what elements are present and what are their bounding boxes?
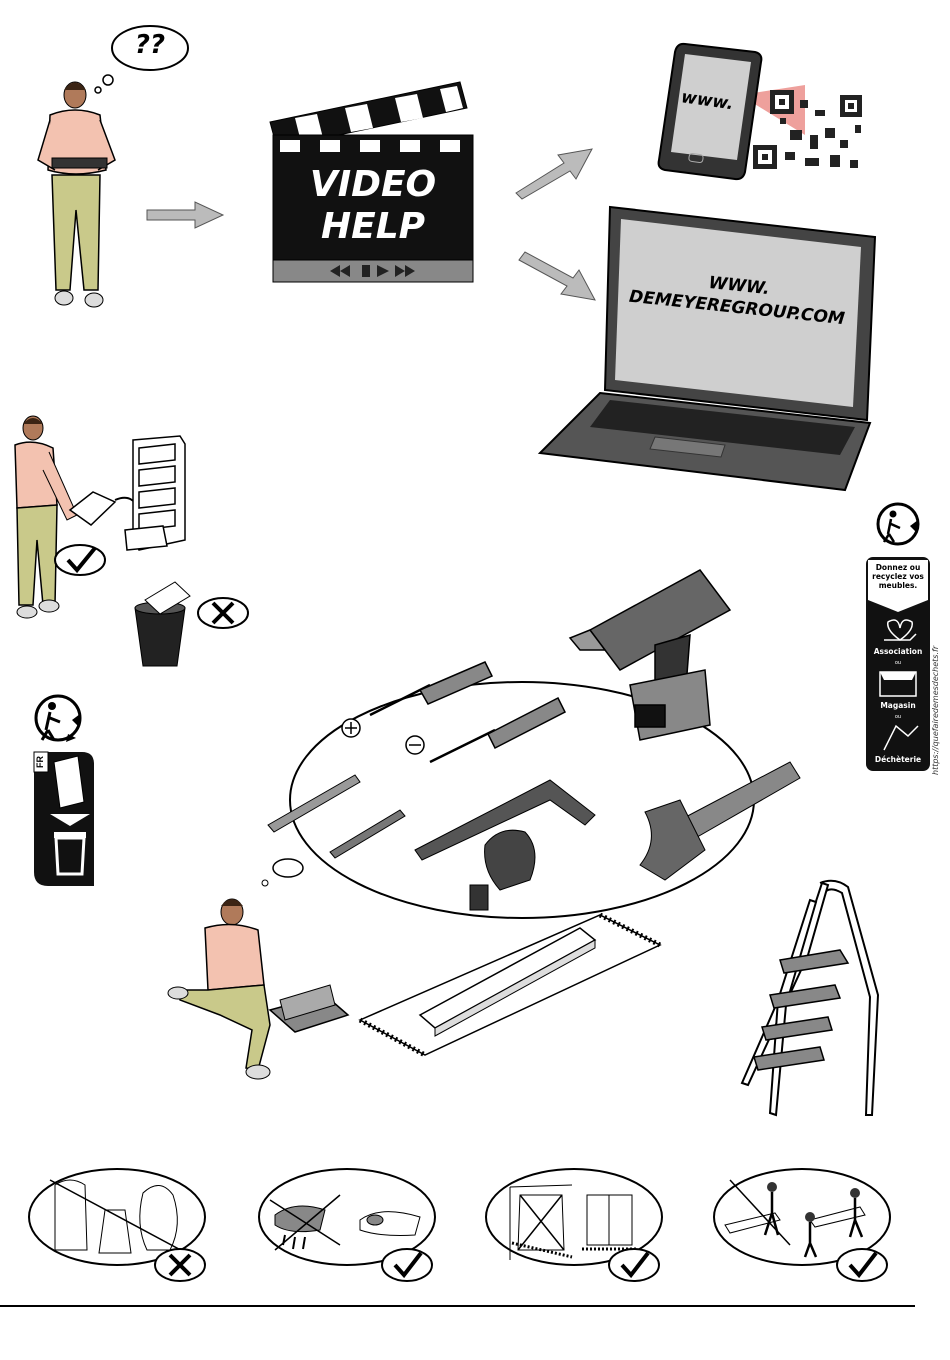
panel-separator-1: ou: [866, 660, 930, 666]
confused-man-figure: ??: [20, 20, 200, 320]
clapper-line-2: HELP: [275, 206, 471, 248]
video-help-clapperboard[interactable]: VIDEO HELP: [265, 80, 480, 290]
clapper-line-1: VIDEO: [275, 164, 471, 206]
recycle-furniture-panel: Donnez ou recyclez vos meubles. Associat…: [860, 500, 940, 775]
panel-option-decheterie: Déchèterie: [866, 755, 930, 764]
triman-country-code: FR: [35, 756, 47, 768]
panel-heading: Donnez ou recyclez vos meubles.: [868, 563, 928, 590]
footer-rule: [0, 1305, 915, 1307]
thought-bubble-text: ??: [116, 30, 184, 60]
panel-url[interactable]: https://quefairedemesdechets.fr: [931, 595, 940, 775]
panel-option-association: Association: [866, 647, 930, 656]
workspace-illustration: [160, 850, 680, 1090]
panel-option-magasin: Magasin: [866, 701, 930, 710]
keep-manual-illustration: [5, 410, 255, 675]
no-harsh-chemicals-advisory: [25, 1165, 225, 1285]
arrow-right-icon: [145, 200, 225, 230]
two-person-assembly-advisory: [710, 1165, 910, 1285]
use-damp-cloth-advisory: [255, 1165, 455, 1285]
step-ladder-illustration: [740, 875, 890, 1120]
phone-qr-scan[interactable]: www.: [655, 40, 870, 185]
arrow-up-right-icon: [512, 145, 597, 200]
triman-badge: FR: [20, 690, 100, 890]
place-on-level-floor-advisory: [482, 1165, 682, 1285]
panel-separator-2: ou: [866, 714, 930, 720]
laptop-website[interactable]: WWW. DEMEYEREGROUP.COM: [535, 205, 880, 495]
